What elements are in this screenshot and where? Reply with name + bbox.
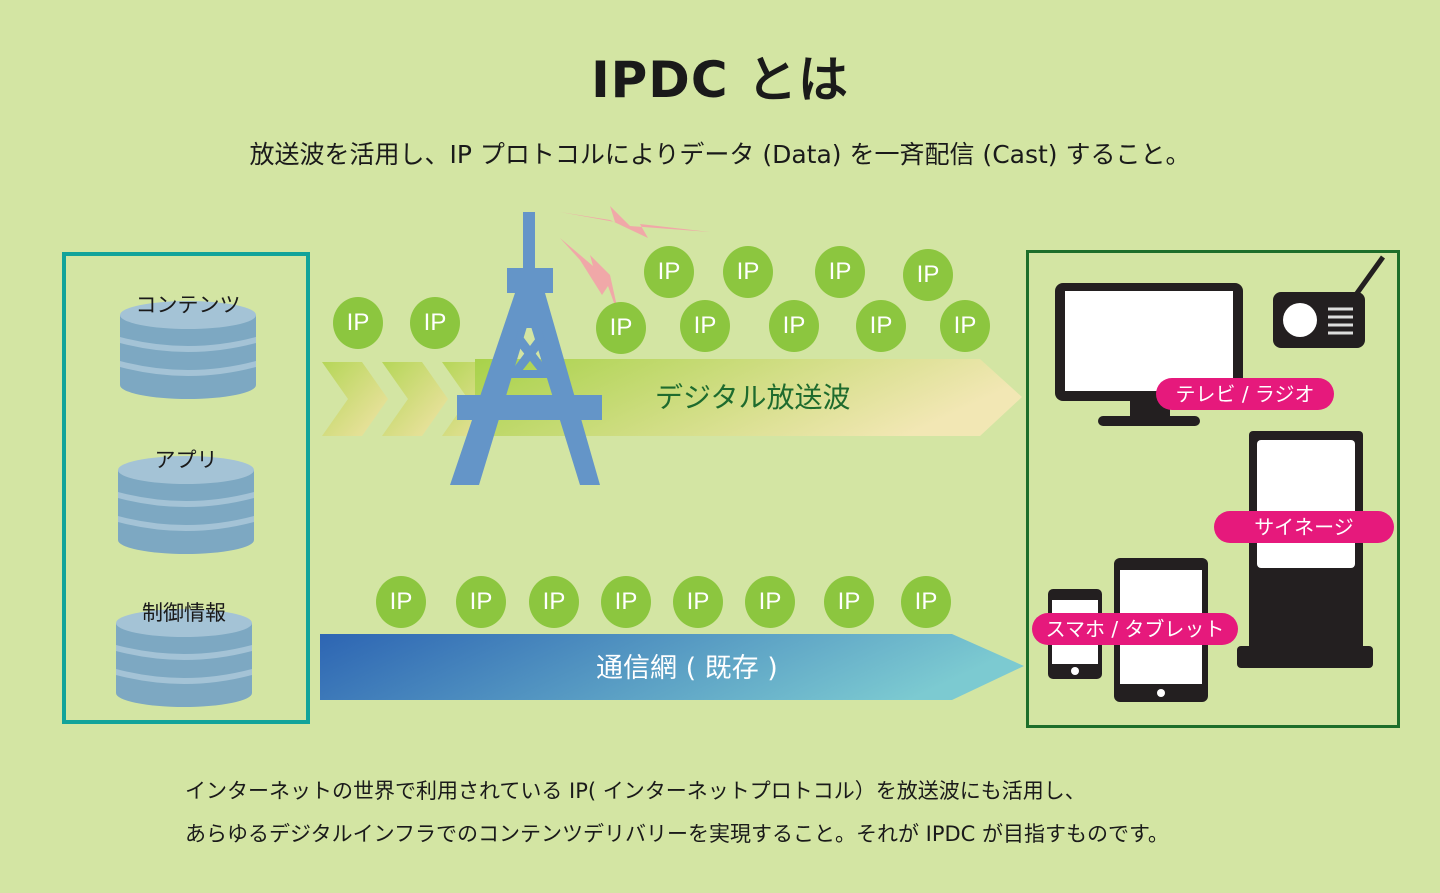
- ip-packet: IP: [680, 300, 730, 352]
- database-icon: [120, 301, 256, 399]
- source-box: コンテンツ アプリ 制御情報: [62, 252, 310, 724]
- database-icon: [118, 456, 254, 554]
- devices-graphic: [1048, 255, 1386, 702]
- database-icon: [116, 609, 252, 707]
- database-contents: コンテンツ: [120, 293, 256, 405]
- page-subtitle: 放送波を活用し、IP プロトコルによりデータ (Data) を一斉配信 (Cas…: [249, 140, 1191, 169]
- radio-icon: [1273, 255, 1386, 348]
- ip-packet: IP: [529, 576, 579, 628]
- database-label: 制御情報: [142, 601, 226, 625]
- ip-packet: IP: [644, 246, 694, 298]
- chevron-arrow: [322, 362, 388, 436]
- database-label: コンテンツ: [135, 293, 241, 317]
- ip-packet: IP: [410, 297, 460, 349]
- page-title: IPDC とは: [591, 51, 849, 109]
- device-label-mobile: スマホ / タブレット: [1032, 613, 1238, 645]
- ip-packet: IP: [456, 576, 506, 628]
- ip-packet: IP: [769, 300, 819, 352]
- signage-icon: [1237, 431, 1373, 668]
- ip-packet: IP: [903, 249, 953, 301]
- ip-packet: IP: [723, 246, 773, 298]
- network-graphic: [320, 634, 1024, 700]
- ip-packet: IP: [673, 576, 723, 628]
- signal-bolt-icon: [560, 206, 710, 238]
- database-label: アプリ: [154, 448, 218, 472]
- ip-packet: IP: [815, 246, 865, 298]
- device-label-signage: サイネージ: [1214, 511, 1394, 543]
- ip-packet: IP: [376, 576, 426, 628]
- network-label: 通信網 ( 既存 ): [596, 653, 778, 684]
- ip-packet: IP: [596, 302, 646, 354]
- chevron-arrow: [382, 362, 448, 436]
- device-box: [1026, 250, 1400, 728]
- broadcast-label: デジタル放送波: [655, 381, 851, 414]
- device-label-tv-radio: テレビ / ラジオ: [1156, 378, 1334, 410]
- ip-packet: IP: [901, 576, 951, 628]
- ip-packet: IP: [601, 576, 651, 628]
- broadcast-tower-icon: [450, 212, 602, 485]
- database-apps: アプリ: [118, 448, 254, 560]
- ip-packet: IP: [333, 297, 383, 349]
- footer-line-2: あらゆるデジタルインフラでのコンテンツデリバリーを実現すること。それが IPDC…: [185, 822, 1169, 846]
- database-control-info: 制御情報: [116, 601, 252, 713]
- ip-packet: IP: [824, 576, 874, 628]
- footer-line-1: インターネットの世界で利用されている IP( インターネットプロトコル）を放送波…: [185, 779, 1086, 803]
- broadcast-arrow: [475, 359, 1022, 436]
- network-arrow: [320, 634, 1024, 700]
- ip-packet: IP: [856, 300, 906, 352]
- broadcast-graphic: [322, 206, 1022, 485]
- ip-packet: IP: [940, 300, 990, 352]
- tv-icon: [1055, 283, 1243, 426]
- signal-bolt-icon: [560, 238, 620, 320]
- ip-packet: IP: [745, 576, 795, 628]
